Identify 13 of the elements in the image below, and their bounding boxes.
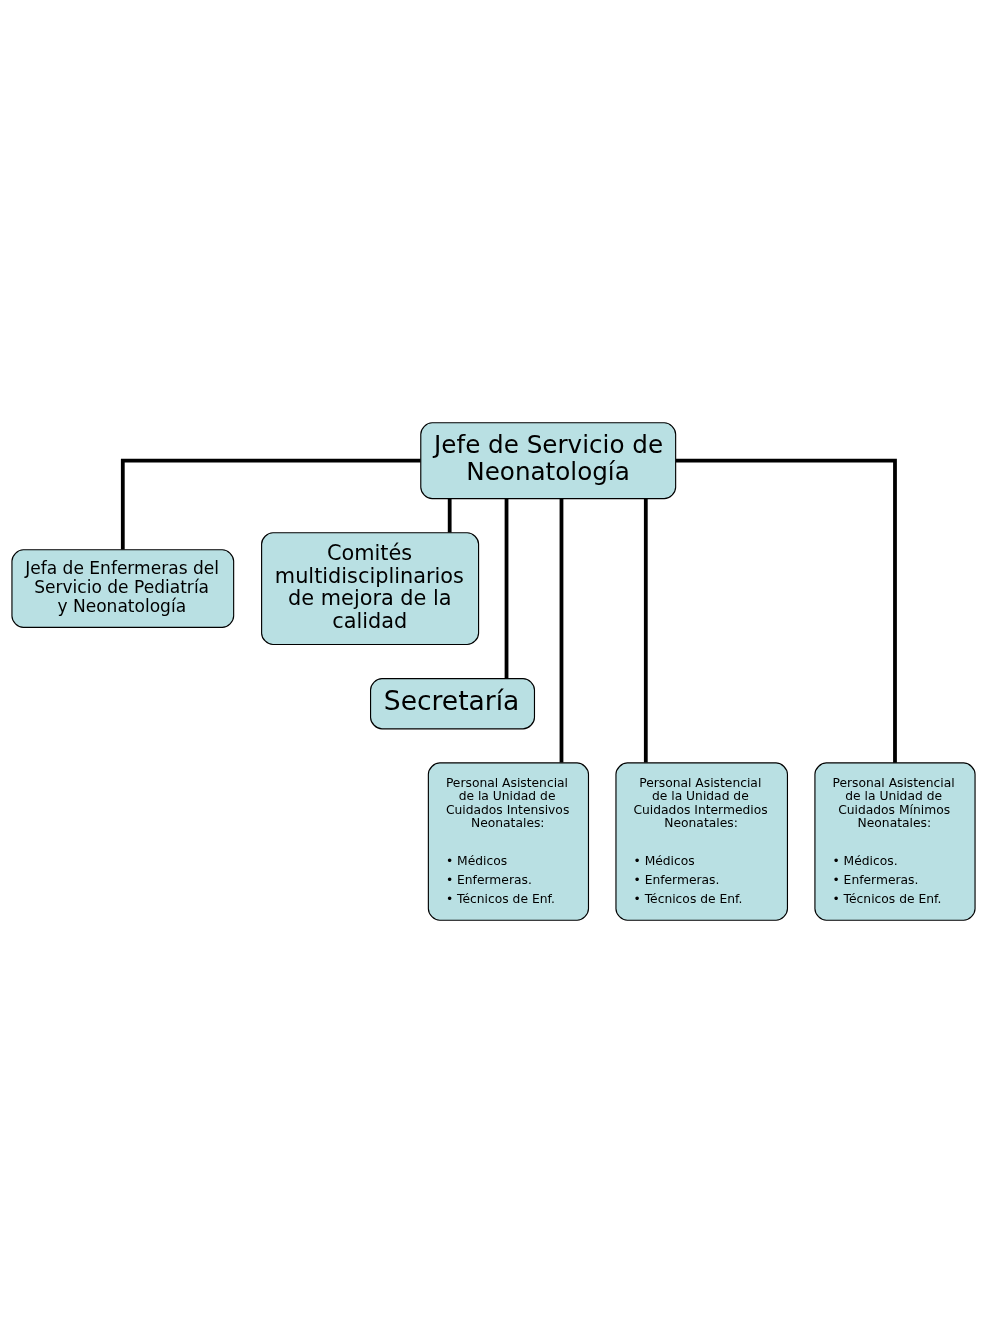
node-box: Jefe de Servicio de Neonatología bbox=[420, 422, 677, 500]
connector bbox=[447, 498, 452, 533]
node-box: Secretaría bbox=[370, 678, 536, 730]
connector bbox=[559, 498, 564, 763]
node-box: Personal Asistencial de la Unidad de Cuidados Intensivos Neonatales: • Médicos • Enfermeras. • Técnicos de Enf. bbox=[427, 762, 590, 921]
connector bbox=[120, 458, 421, 550]
connector bbox=[675, 458, 897, 763]
node-box: Comités multidisciplinarios de mejora de la calidad bbox=[261, 532, 480, 646]
node-box: Jefa de Enfermeras del Servicio de Pediatría y Neonatología bbox=[11, 549, 235, 628]
node-box: Personal Asistencial de la Unidad de Cuidados Intermedios Neonatales: • Médicos • Enfermeras. • Técnicos de Enf. bbox=[615, 762, 789, 921]
connector bbox=[643, 498, 648, 763]
node-box: Personal Asistencial de la Unidad de Cuidados Mínimos Neonatales: • Médicos. • Enfermeras. • Técnicos de Enf. bbox=[814, 762, 976, 921]
connector bbox=[504, 498, 509, 679]
